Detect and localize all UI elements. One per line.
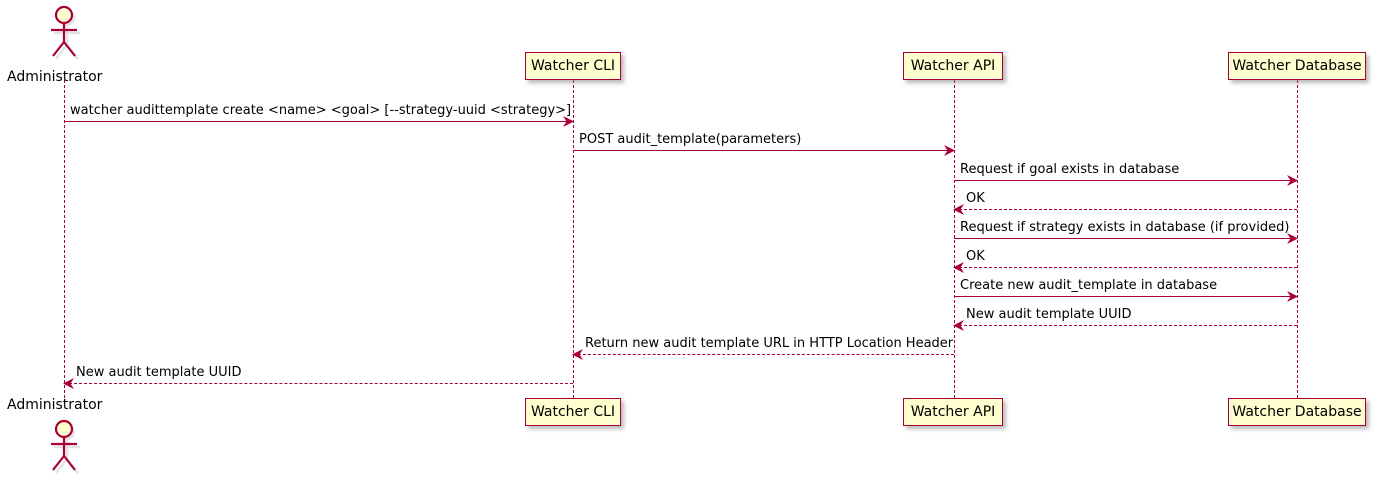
participant-label: Watcher API [910,58,996,74]
actor-label-top: Administrator [7,69,103,85]
message-line [954,267,1297,268]
lifeline-watcher-cli [573,80,574,398]
participant-label: Watcher CLI [530,58,616,74]
message-label: New audit template UUID [76,365,242,380]
participant-box-footer-watcher-database[interactable]: Watcher Database [1228,398,1366,426]
message-line [954,238,1297,239]
message-line [954,209,1297,210]
message-label: OK [966,191,985,206]
lifeline-administrator [64,80,65,398]
participant-label: Watcher CLI [530,404,616,420]
message-label: Create new audit_template in database [960,278,1218,293]
message-line [64,121,573,122]
actor-figure-bottom[interactable] [44,418,84,474]
participant-label: Watcher API [910,404,996,420]
participant-label: Watcher Database [1232,404,1362,420]
message-line [573,354,954,355]
actor-figure-top[interactable] [44,4,84,60]
arrow-head-icon [63,378,74,389]
message-line [954,296,1297,297]
lifeline-watcher-database [1297,80,1298,398]
participant-box-footer-watcher-cli[interactable]: Watcher CLI [525,398,621,426]
participant-box-header-watcher-cli[interactable]: Watcher CLI [525,52,621,80]
message-line [954,180,1297,181]
message-label: watcher audittemplate create <name> <goa… [70,103,572,118]
arrow-head-icon [953,204,964,215]
message-label: POST audit_template(parameters) [579,132,802,147]
message-label: Request if strategy exists in database (… [960,220,1290,235]
message-label: Request if goal exists in database [960,162,1180,177]
participant-box-footer-watcher-api[interactable]: Watcher API [903,398,1003,426]
arrow-head-icon [1287,233,1298,244]
message-line [954,325,1297,326]
arrow-head-icon [563,116,574,127]
message-line [64,383,573,384]
participant-box-header-watcher-api[interactable]: Watcher API [903,52,1003,80]
arrow-head-icon [953,262,964,273]
message-label: New audit template UUID [966,307,1132,322]
arrow-head-icon [572,349,583,360]
message-label: OK [966,249,985,264]
arrow-head-icon [1287,175,1298,186]
message-label: Return new audit template URL in HTTP Lo… [585,336,954,351]
arrow-head-icon [953,320,964,331]
arrow-head-icon [944,145,955,156]
message-line [573,150,954,151]
participant-box-header-watcher-database[interactable]: Watcher Database [1228,52,1366,80]
actor-label-bottom: Administrator [7,397,103,413]
arrow-head-icon [1287,291,1298,302]
participant-label: Watcher Database [1232,58,1362,74]
lifeline-watcher-api [954,80,955,398]
